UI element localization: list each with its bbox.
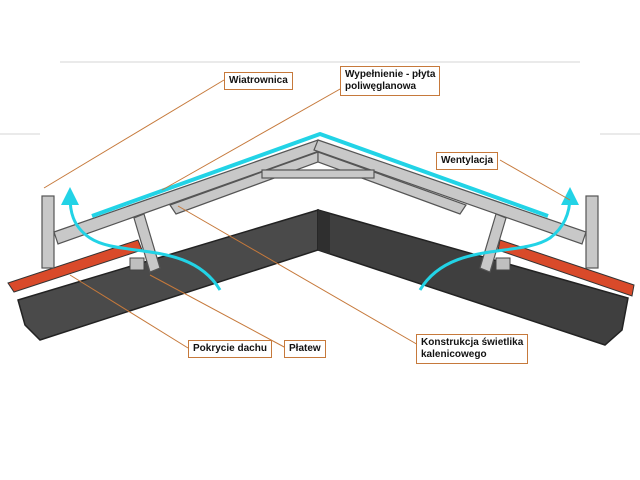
label-wypelnienie-line1: Wypełnienie - płyta [345,69,436,80]
label-pokrycie-dachu-text: Pokrycie dachu [193,343,267,354]
roof-covering-right [497,239,635,297]
ventilation-arrow-right-icon [418,187,579,291]
leader-lines [43,79,571,349]
purlin-right [495,257,511,271]
label-wiatrownica: Wiatrownica [224,72,293,90]
label-wentylacja: Wentylacja [436,152,499,170]
purlin-left [129,257,145,271]
label-platew: Płatew [284,340,326,358]
label-wypelnienie-line2: poliwęglanowa [345,81,417,92]
label-wiatrownica-text: Wiatrownica [229,75,288,86]
roof-ridge-face [318,210,330,254]
wind-board-left [41,195,55,269]
label-wentylacja-text: Wentylacja [441,155,494,166]
label-konstrukcja-line2: kalenicowego [421,349,487,360]
ventilation-arrow-left-icon [61,187,222,291]
skylight-frame [53,139,587,273]
roof-slab-left [17,208,319,341]
label-konstrukcja-line1: Konstrukcja świetlika [421,337,524,348]
label-pokrycie-dachu: Pokrycie dachu [188,340,272,358]
wind-board-right [585,195,599,269]
polycarbonate-panel [91,132,549,218]
label-wypelnienie: Wypełnienie - płyta poliwęglanowa [340,66,441,96]
label-platew-text: Płatew [289,343,321,354]
label-konstrukcja: Konstrukcja świetlika kalenicowego [416,334,529,364]
